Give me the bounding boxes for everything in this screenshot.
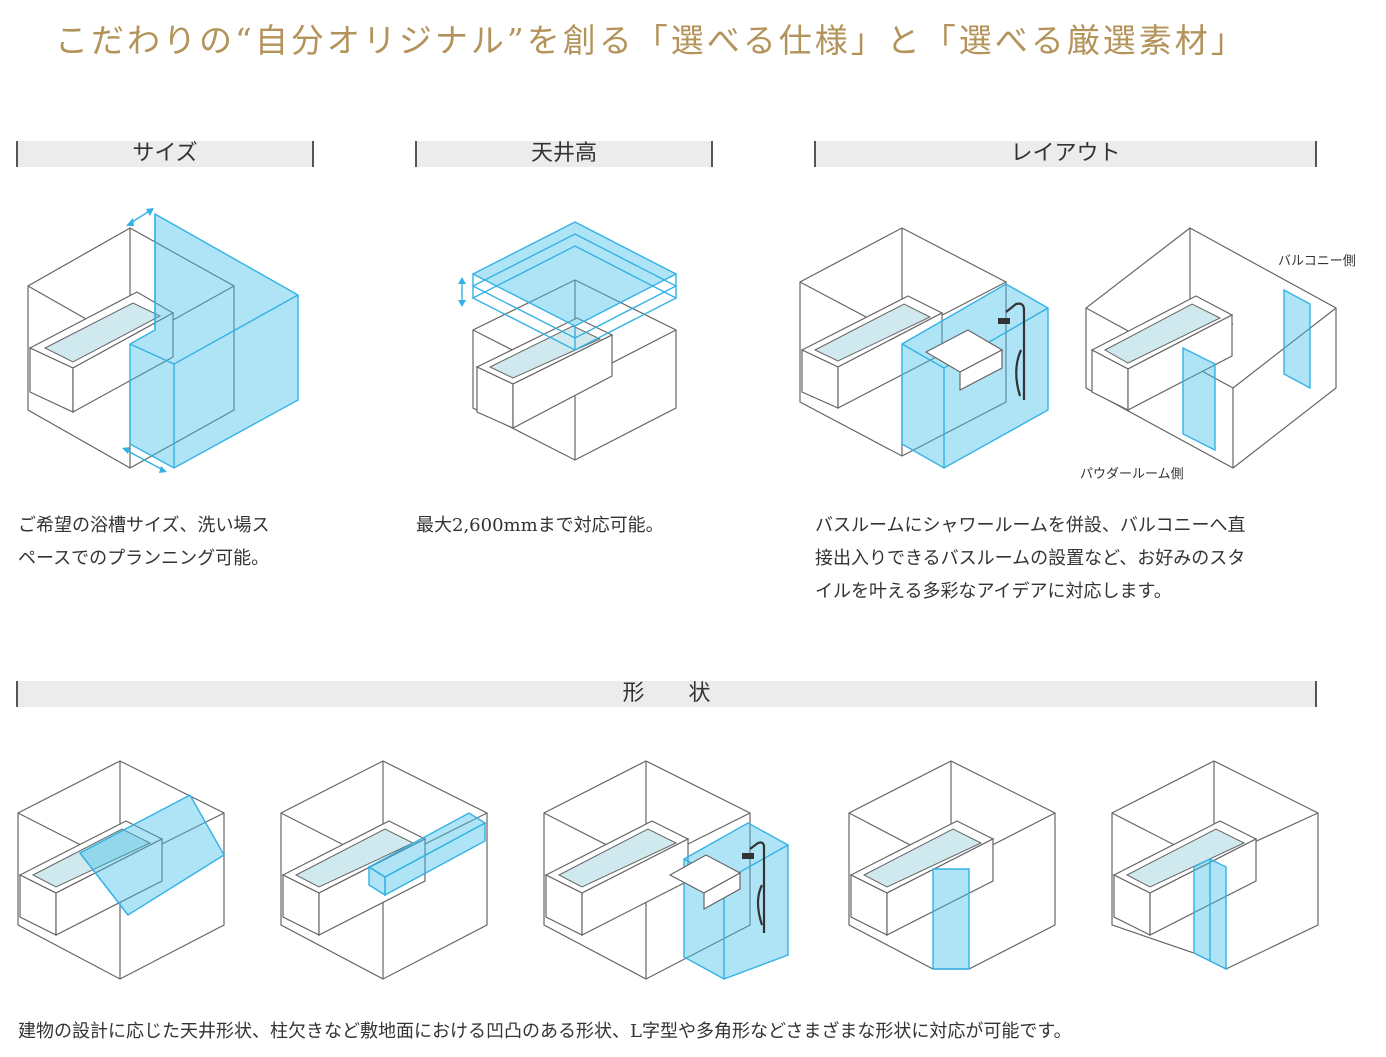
- size-diagram: [27, 208, 299, 473]
- layout-description: バスルームにシャワールームを併設、バルコニーへ直 接出入りできるバスルームの設置…: [815, 515, 1246, 602]
- section-heading-shape: 形 状: [16, 681, 1317, 707]
- size-description: ご希望の浴槽サイズ、洗い場ス ペースでのプランニング可能。: [18, 515, 270, 569]
- ceiling-description: 最大2,600mmまで対応可能。: [416, 515, 664, 536]
- shape-diagram-column: [848, 760, 1056, 970]
- section-heading-ceiling: 天井高: [415, 141, 713, 167]
- ceiling-diagram: [458, 221, 678, 461]
- label-balcony-side: バルコニー側: [1278, 254, 1356, 269]
- shape-diagram-shower: [543, 760, 789, 980]
- section-heading-layout: レイアウト: [814, 141, 1317, 167]
- shape-diagram-sloped: [17, 760, 225, 980]
- shape-diagram-l-shape: [1111, 760, 1319, 971]
- section-heading-size: サイズ: [16, 141, 314, 167]
- shape-description: 建物の設計に応じた天井形状、柱欠きなど敷地面における凹凸のある形状、L字型や多角…: [18, 1021, 1072, 1042]
- layout-diagram-shower: [799, 227, 1049, 469]
- page-title: こだわりの“自分オリジナル”を創る「選べる仕様」と「選べる厳選素材」: [55, 21, 1247, 60]
- shape-diagram-notch: [280, 760, 488, 980]
- label-powder-room-side: パウダールーム側: [1080, 467, 1184, 482]
- layout-diagram-doors: [1085, 227, 1337, 469]
